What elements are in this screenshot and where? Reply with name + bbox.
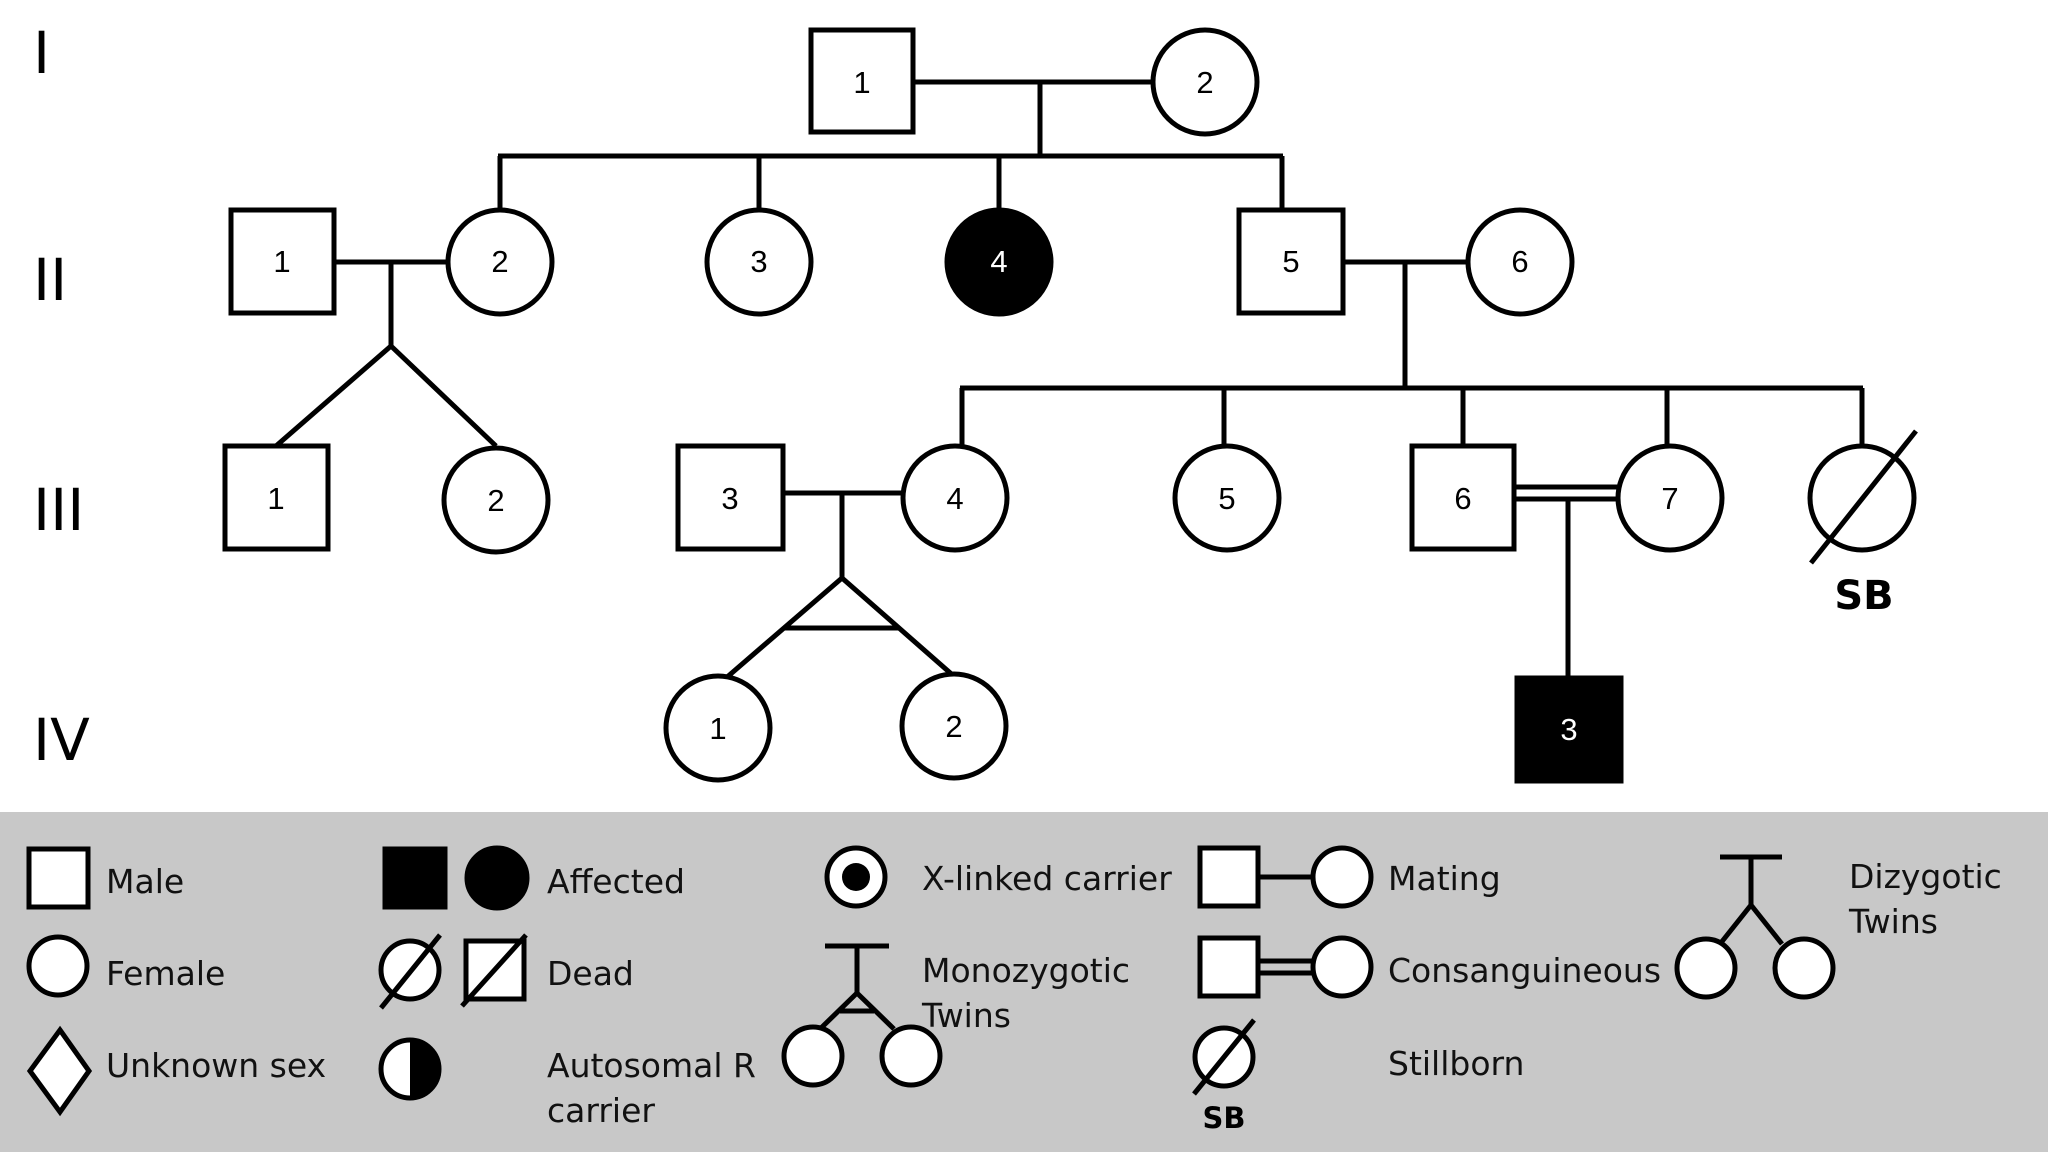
legend-autosomal-carrier-fill bbox=[410, 1040, 439, 1098]
legend-autosomal-carrier-label-2: carrier bbox=[547, 1091, 655, 1130]
male-symbol bbox=[675, 443, 786, 552]
individual-IV-3: 3 bbox=[1514, 675, 1624, 784]
individual-number: 2 bbox=[1196, 65, 1213, 100]
individual-number: 1 bbox=[273, 244, 290, 279]
legend-stillborn-symbol-label: SB bbox=[1203, 1101, 1246, 1135]
individual-number: 1 bbox=[267, 481, 284, 516]
legend-unknown-sex-symbol bbox=[26, 1025, 93, 1117]
legend-male-symbol bbox=[26, 846, 91, 910]
individual-number: 1 bbox=[853, 65, 870, 100]
individual-number: 2 bbox=[487, 483, 504, 518]
legend: Male Female Unknown sex Affected Dead Au… bbox=[0, 812, 2048, 1152]
legend-dizygotic-label-1: Dizygotic bbox=[1849, 857, 2002, 896]
male-symbol bbox=[808, 27, 916, 135]
legend-mating-label: Mating bbox=[1388, 859, 1501, 898]
individual-number: 3 bbox=[750, 244, 767, 279]
legend-consanguineous-symbol bbox=[1197, 935, 1374, 999]
legend-dead-label: Dead bbox=[547, 954, 634, 993]
generation-label-II: II bbox=[33, 246, 67, 314]
male-symbol bbox=[1409, 443, 1517, 552]
dizygotic-twin-line-III-2 bbox=[389, 344, 498, 448]
individual-II-2: 2 bbox=[445, 207, 555, 317]
female-symbol bbox=[899, 671, 1009, 781]
dizygotic-twin-line-III-1 bbox=[274, 344, 393, 448]
individual-IV-2: 2 bbox=[899, 671, 1009, 781]
individual-number: 6 bbox=[1511, 244, 1528, 279]
pedigree-lines bbox=[274, 79, 1865, 680]
individual-III-7: 7 bbox=[1615, 443, 1725, 553]
deceased-slash bbox=[1809, 429, 1918, 565]
individual-number: 2 bbox=[945, 709, 962, 744]
individual-III-6: 6 bbox=[1409, 443, 1517, 552]
female-symbol bbox=[663, 673, 773, 783]
individual-number: 3 bbox=[721, 481, 738, 516]
female-symbol bbox=[1172, 443, 1282, 553]
male-symbol bbox=[222, 443, 331, 552]
male-symbol bbox=[1236, 207, 1346, 316]
individual-number: 7 bbox=[1661, 481, 1678, 516]
legend-affected-label: Affected bbox=[547, 862, 685, 901]
individual-IV-1: 1 bbox=[663, 673, 773, 783]
legend-mating-symbol bbox=[1197, 845, 1374, 909]
legend-stillborn-label: Stillborn bbox=[1388, 1044, 1524, 1083]
individual-III-5: 5 bbox=[1172, 443, 1282, 553]
legend-dizygotic-twins-symbol bbox=[1674, 854, 1836, 1000]
legend-monozygotic-label-2: Twins bbox=[921, 996, 1011, 1035]
individual-II-6: 6 bbox=[1465, 207, 1575, 317]
legend-consanguineous-label: Consanguineous bbox=[1388, 951, 1661, 990]
legend-monozygotic-twins-symbol bbox=[781, 943, 943, 1088]
individual-I-2: 2 bbox=[1150, 27, 1260, 137]
affected-female-symbol bbox=[944, 207, 1054, 317]
generation-label-I: I bbox=[33, 19, 50, 87]
individual-III-3: 3 bbox=[675, 443, 786, 552]
individual-number: 5 bbox=[1282, 244, 1299, 279]
female-symbol bbox=[445, 207, 555, 317]
individual-number: 3 bbox=[1560, 712, 1577, 747]
generation-label-III: III bbox=[33, 476, 84, 544]
individual-number: 6 bbox=[1454, 481, 1471, 516]
female-symbol bbox=[1615, 443, 1725, 553]
individual-III-2: 2 bbox=[441, 445, 551, 555]
legend-autosomal-carrier-label-1: Autosomal R bbox=[547, 1046, 756, 1085]
individual-number: 4 bbox=[990, 244, 1007, 279]
generation-label-IV: IV bbox=[33, 706, 90, 774]
legend-dead-male-slash bbox=[460, 933, 528, 1008]
legend-dead-female-slash bbox=[379, 933, 442, 1010]
individual-II-4: 4 bbox=[944, 207, 1054, 317]
legend-unknown-sex-label: Unknown sex bbox=[106, 1046, 326, 1085]
female-symbol bbox=[1465, 207, 1575, 317]
legend-affected-female-symbol bbox=[464, 845, 530, 911]
legend-female-label: Female bbox=[106, 954, 225, 993]
individual-number: 1 bbox=[709, 711, 726, 746]
female-symbol bbox=[704, 207, 814, 317]
individual-number: 2 bbox=[491, 244, 508, 279]
female-symbol bbox=[441, 445, 551, 555]
individual-II-1: 1 bbox=[228, 207, 337, 316]
individual-I-1: 1 bbox=[808, 27, 916, 135]
legend-female-symbol bbox=[26, 934, 90, 998]
individual-III-4: 4 bbox=[900, 443, 1010, 553]
legend-stillborn-symbol bbox=[1192, 1018, 1256, 1096]
individual-II-3: 3 bbox=[704, 207, 814, 317]
individual-II-5: 5 bbox=[1236, 207, 1346, 316]
legend-monozygotic-label-1: Monozygotic bbox=[922, 951, 1130, 990]
legend-male-label: Male bbox=[106, 862, 184, 901]
legend-x-linked-carrier-dot bbox=[842, 863, 870, 891]
male-symbol bbox=[228, 207, 337, 316]
individual-number: 4 bbox=[946, 481, 963, 516]
individual-III-1: 1 bbox=[222, 443, 331, 552]
legend-x-linked-carrier-label: X-linked carrier bbox=[922, 859, 1172, 898]
individual-III-stillborn: SB bbox=[1807, 429, 1918, 619]
female-symbol bbox=[900, 443, 1010, 553]
stillborn-label: SB bbox=[1834, 573, 1893, 619]
affected-male-symbol bbox=[1514, 675, 1624, 784]
female-symbol bbox=[1150, 27, 1260, 137]
individual-number: 5 bbox=[1218, 481, 1235, 516]
legend-dizygotic-label-2: Twins bbox=[1848, 902, 1938, 941]
legend-affected-male-symbol bbox=[382, 846, 448, 910]
